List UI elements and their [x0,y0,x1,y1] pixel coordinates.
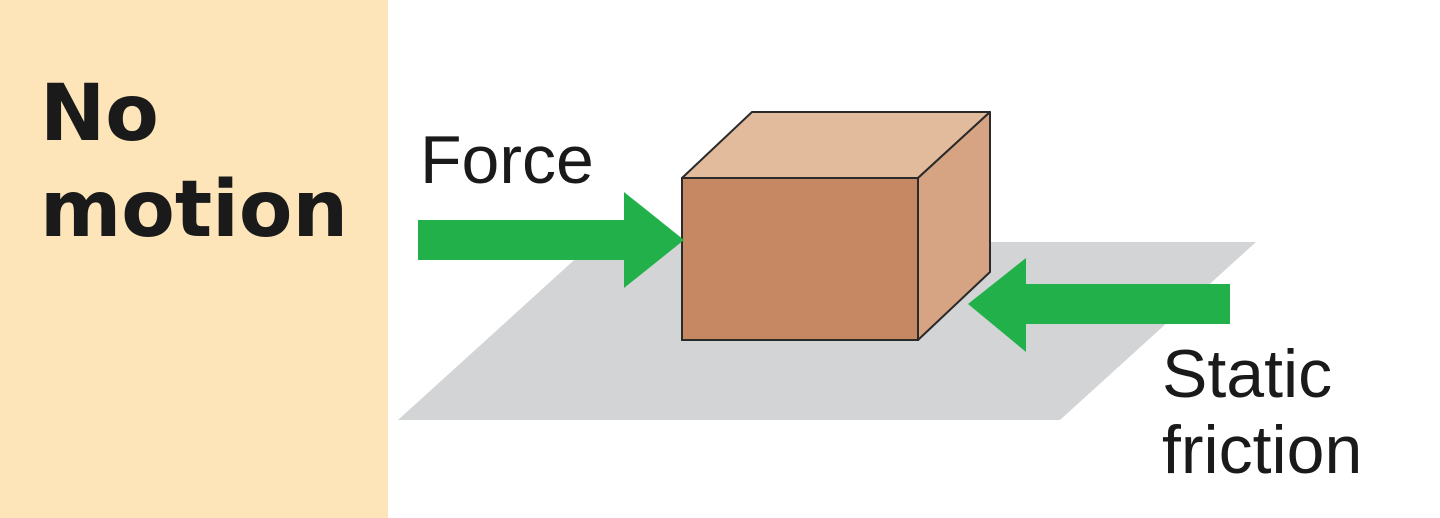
side-panel: No motion [0,0,388,518]
static-friction-label-line-1: Static [1162,336,1333,412]
box-front-face [681,177,919,341]
force-label: Force [420,122,594,198]
panel-title: No motion [40,66,348,258]
panel-title-line-1: No [40,69,159,159]
static-friction-label-line-2: friction [1162,412,1363,488]
static-friction-label: Static friction [1162,336,1362,488]
panel-title-line-2: motion [40,165,349,255]
force-arrow [418,192,684,288]
friction-arrow [968,258,1230,352]
